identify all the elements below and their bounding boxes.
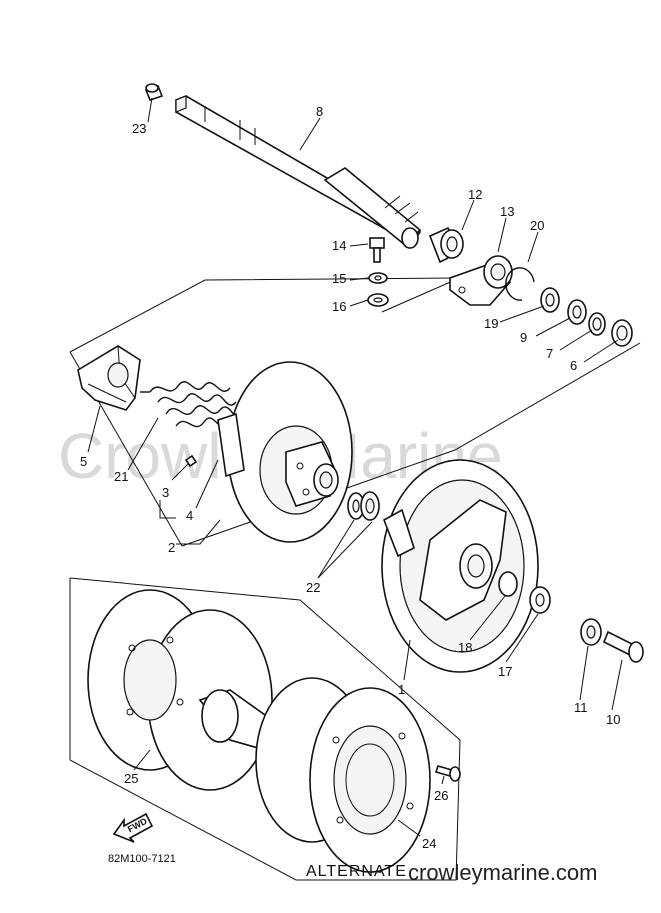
- label-17: 17: [498, 664, 512, 679]
- label-14: 14: [332, 238, 346, 253]
- alternate-label: ALTERNATE: [306, 863, 407, 880]
- label-1: 1: [398, 682, 405, 697]
- label-9: 9: [520, 330, 527, 345]
- label-11: 11: [574, 700, 588, 715]
- label-4: 4: [186, 508, 193, 523]
- washer-7[interactable]: [588, 312, 606, 336]
- label-16: 16: [332, 299, 346, 314]
- alternate-screw-26[interactable]: [434, 765, 461, 782]
- label-7: 7: [546, 346, 553, 361]
- label-15: 15: [332, 271, 346, 286]
- bushing[interactable]: [498, 571, 518, 597]
- footer-url[interactable]: crowleymarine.com: [408, 860, 598, 885]
- holder-lock-washer[interactable]: [367, 293, 389, 307]
- washer-9[interactable]: [567, 299, 587, 325]
- washer-11[interactable]: [580, 618, 602, 646]
- label-6: 6: [570, 358, 577, 373]
- label-20: 20: [530, 218, 544, 233]
- bearing-holder[interactable]: [449, 255, 513, 306]
- fixed-sheave[interactable]: [381, 459, 539, 673]
- shaft[interactable]: [175, 95, 422, 249]
- label-18: 18: [458, 640, 472, 655]
- label-22: 22: [306, 580, 320, 595]
- bearing[interactable]: [428, 226, 464, 264]
- diagram-code: 82M100-7121: [108, 853, 176, 865]
- slider-piece[interactable]: [184, 454, 198, 468]
- washer-19[interactable]: [540, 287, 560, 313]
- label-19: 19: [484, 316, 498, 331]
- label-8: 8: [316, 104, 323, 119]
- label-2: 2: [168, 540, 175, 555]
- holder-bolt[interactable]: [369, 237, 385, 263]
- label-25: 25: [124, 771, 138, 786]
- cap-nut[interactable]: [144, 83, 164, 101]
- spring[interactable]: [140, 381, 243, 428]
- cam[interactable]: [77, 345, 141, 411]
- label-13: 13: [500, 204, 514, 219]
- circlip[interactable]: [505, 267, 535, 301]
- alternate-outline: [69, 577, 461, 881]
- label-21: 21: [114, 469, 128, 484]
- alternate-disc-25[interactable]: [87, 589, 273, 791]
- part-labels: 8 23 12 13 20 14 15 16 19 9 7 6 5 21 3 4…: [80, 104, 620, 851]
- movable-sheave[interactable]: [217, 361, 353, 543]
- label-5: 5: [80, 454, 87, 469]
- label-10: 10: [606, 712, 620, 727]
- forward-arrow-icon: FWD: [112, 812, 154, 843]
- label-12: 12: [468, 187, 482, 202]
- label-26: 26: [434, 788, 448, 803]
- label-24: 24: [422, 836, 436, 851]
- washer-17[interactable]: [529, 586, 551, 614]
- leader-lines: [87, 97, 623, 837]
- label-3: 3: [162, 485, 169, 500]
- bolt-10[interactable]: [602, 630, 644, 663]
- washer-6[interactable]: [611, 319, 633, 347]
- alternate-sheave-24[interactable]: [255, 677, 431, 873]
- spacer-22[interactable]: [347, 491, 380, 521]
- holder-washer[interactable]: [368, 272, 388, 284]
- label-23: 23: [132, 121, 146, 136]
